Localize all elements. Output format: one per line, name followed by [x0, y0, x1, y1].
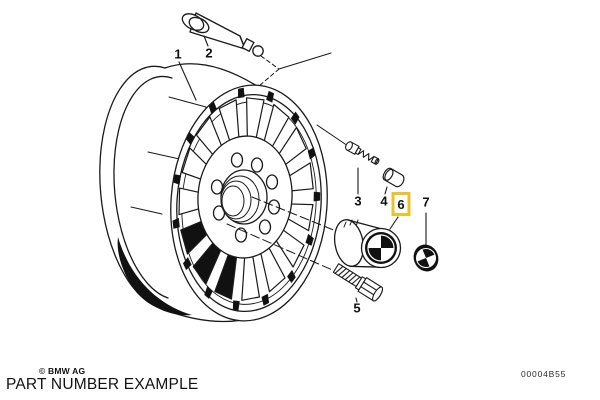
valve-core-pointer-line	[316, 124, 349, 147]
wheel-center-bore	[220, 169, 268, 225]
axis-dash-lines	[226, 196, 338, 273]
copyright-text: © BMW AG	[39, 366, 86, 376]
valve-cap-drawing	[382, 167, 405, 188]
callout-4[interactable]: 4	[380, 193, 388, 209]
callout-6[interactable]: 6	[397, 196, 405, 212]
callout-2[interactable]: 2	[205, 45, 213, 61]
callout-1[interactable]: 1	[174, 46, 182, 62]
callout-leader-lines	[178, 35, 427, 303]
page-caption: PART NUMBER EXAMPLE	[6, 376, 199, 393]
wheel-rim-drawing	[99, 63, 328, 323]
valve-core-drawing	[345, 141, 380, 165]
valve-pointer-arrow	[258, 52, 332, 87]
callout-7[interactable]: 7	[422, 194, 430, 210]
emblem-drawing	[413, 244, 439, 272]
callout-6-highlight-box[interactable]: 6	[391, 192, 411, 216]
callout-5[interactable]: 5	[353, 300, 361, 316]
wheel-bolt-drawing	[332, 263, 384, 302]
document-number: 00004B55	[521, 369, 567, 379]
hub-cap-drawing	[333, 219, 402, 269]
bmw-roundel-icon	[365, 232, 397, 264]
valve-stem-drawing	[181, 12, 264, 57]
callout-3[interactable]: 3	[354, 193, 362, 209]
bmw-roundel-icon	[416, 248, 436, 268]
